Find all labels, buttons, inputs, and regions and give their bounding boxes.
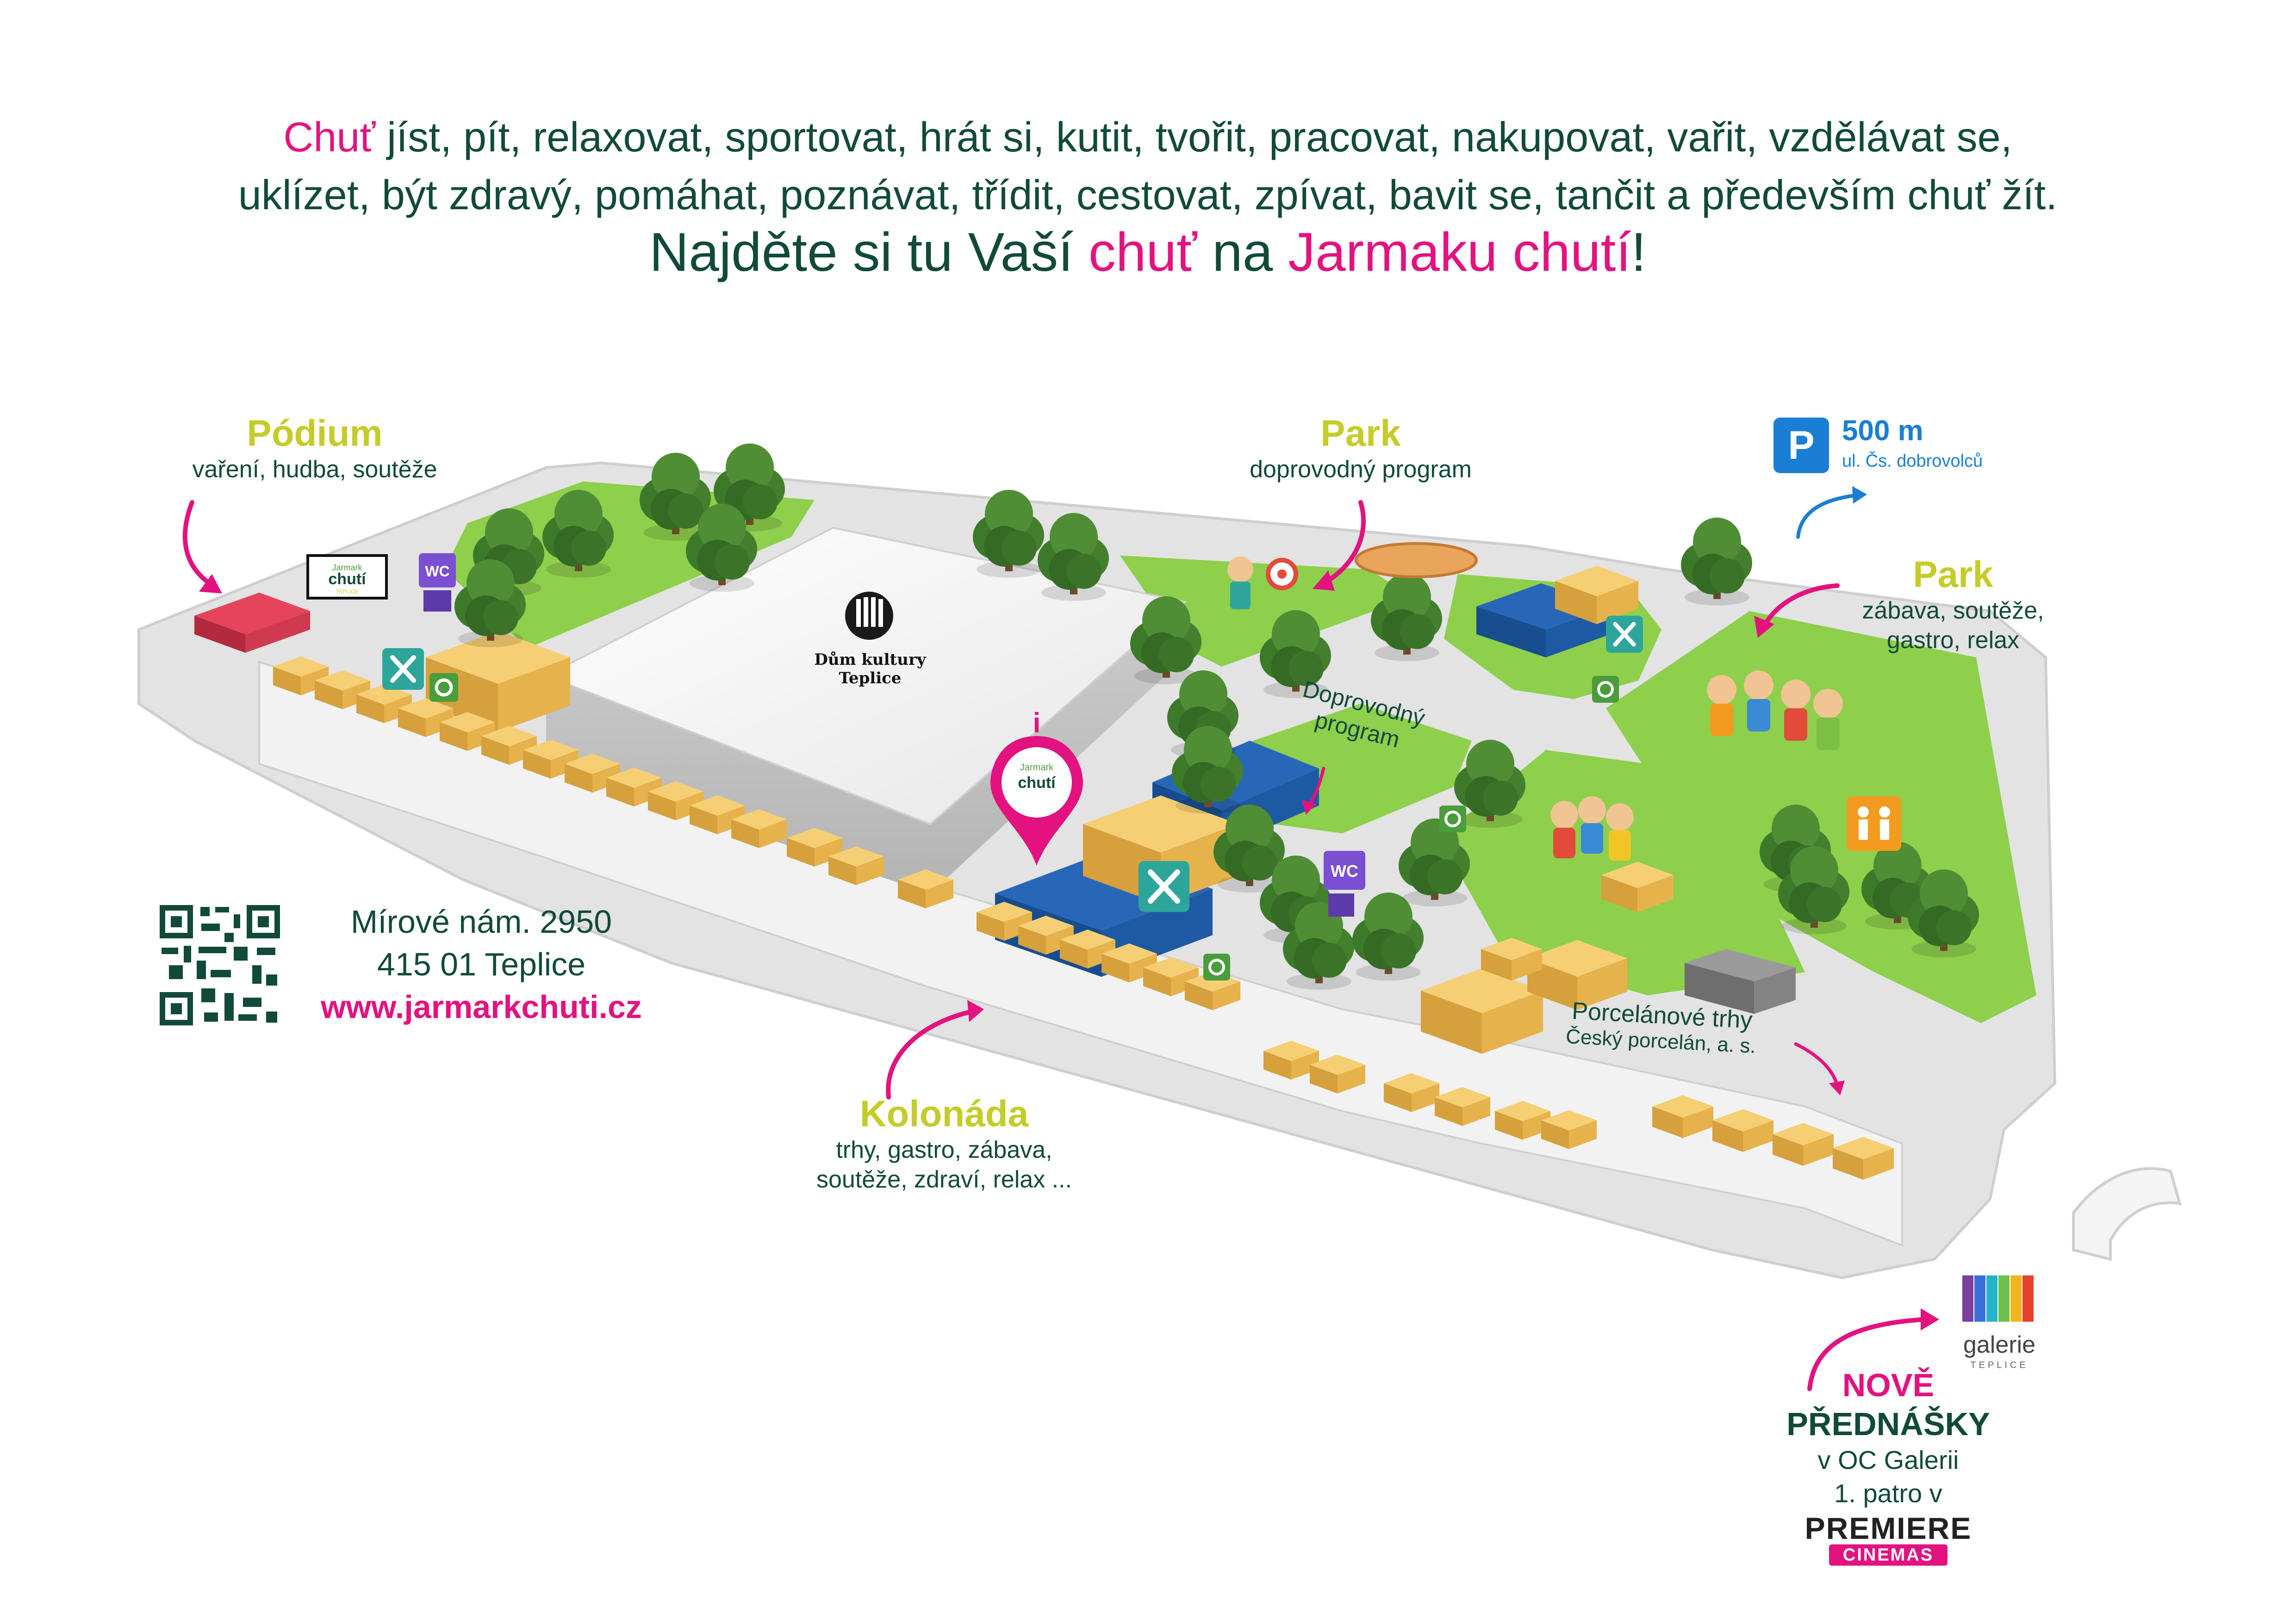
food-icon-3 [1606, 616, 1643, 653]
headline-end: ! [1631, 222, 1647, 283]
food-icon [382, 648, 424, 690]
intro-line-1: Chuť jíst, pít, relaxovat, sportovat, hr… [83, 109, 2212, 167]
arrowhead-kolonada [967, 1000, 984, 1022]
lectures-title: PŘEDNÁŠKY [1786, 1406, 1990, 1442]
arrowhead-park-top [1313, 570, 1335, 591]
parking-distance: 500 m [1842, 415, 1923, 447]
pin-logo-small: Jarmark [1020, 762, 1054, 773]
arrowhead-park-right [1754, 616, 1774, 638]
kolonada-title: Kolonáda [859, 1093, 1029, 1134]
podium-stage [194, 593, 310, 653]
kid-archery [1227, 556, 1298, 609]
arrow-kolonada [886, 1009, 974, 1099]
arrowhead-parking [1852, 486, 1867, 504]
dum-kultury-logo [845, 592, 893, 640]
galerie-city: TEPLICE [1970, 1360, 2028, 1370]
intro-highlight: Chuť [283, 114, 376, 161]
address-line-1: Mírové nám. 2950 [350, 904, 612, 940]
arrowhead-galerie [1921, 1308, 1939, 1330]
arrow-park-top [1321, 500, 1366, 586]
arrowhead-podium [199, 574, 222, 593]
lectures-new: NOVĚ [1842, 1367, 1935, 1403]
kids-park-center [1550, 796, 1634, 861]
arrow-podium [182, 500, 215, 588]
arrowhead-porcelan [1829, 1081, 1845, 1095]
parking-street: ul. Čs. dobrovolců [1842, 451, 1983, 471]
pizza-decoration [1355, 542, 1478, 578]
recycle-icon-4 [1592, 676, 1619, 703]
wc-icon-2: WC [1324, 851, 1365, 890]
qr-code[interactable] [160, 905, 280, 1025]
headline-part-1: Najděte si tu Vaší [649, 222, 1089, 283]
premiere-line-2: CINEMAS [1829, 1544, 1948, 1566]
lectures-line-2: 1. patro v [1834, 1479, 1942, 1508]
wc-icon: WC [419, 553, 456, 587]
intro-line-2: uklízet, být zdravý, pomáhat, poznávat, … [238, 172, 2058, 219]
kolonada-subtitle-1: trhy, gastro, zábava, [836, 1137, 1052, 1163]
logo-main: chutí [328, 570, 367, 588]
label-park-top: Park doprovodný program [1176, 412, 1546, 484]
dum-kultury-name: Dům kultury Teplice [805, 650, 935, 687]
website-link[interactable]: www.jarmarkchuti.cz [321, 989, 642, 1025]
premiere-line-1: PREMIERE [1804, 1511, 1972, 1545]
family-icon [1847, 796, 1901, 851]
jarmark-logo-sign: Jarmark chutí TEPLICE [306, 554, 388, 600]
park-right-subtitle-2: gastro, relax [1886, 627, 2020, 654]
galerie-name: galerie [1963, 1331, 2036, 1358]
arrow-galerie [1807, 1317, 1928, 1391]
label-park-right: Park zábava, soutěže, gastro, relax [1805, 553, 2101, 655]
headline-part-2: na [1197, 222, 1288, 283]
lectures-block: NOVĚ PŘEDNÁŠKY v OC Galerii 1. patro v [1759, 1366, 2018, 1510]
kolonada-subtitle-2: soutěže, zdraví, relax ... [816, 1166, 1072, 1193]
arrow-park-right [1761, 583, 1840, 630]
info-pin-icon[interactable]: Jarmark chutí i [990, 707, 1083, 866]
headline-jarmak: Jarmaku chutí [1288, 222, 1631, 283]
wc-label-2: WC [1331, 862, 1358, 881]
wc-label: WC [425, 563, 449, 580]
pin-logo-main: chutí [1018, 774, 1056, 792]
label-podium: Pódium vaření, hudba, soutěže [106, 412, 523, 484]
recycle-icon [429, 673, 458, 702]
kids-park-right [1707, 670, 1843, 750]
parking-icon: P [1773, 418, 1829, 473]
podium-title: Pódium [247, 412, 383, 454]
wc-cabin-2 [1328, 893, 1354, 917]
svg-text:i: i [1033, 707, 1041, 738]
arch-structure [2072, 1167, 2182, 1261]
premiere-cinemas-logo: PREMIERE CINEMAS [1796, 1511, 1981, 1566]
container [1685, 949, 1796, 1014]
intro-line-1-rest: jíst, pít, relaxovat, sportovat, hrát si… [375, 114, 2012, 161]
food-icon-2 [1139, 861, 1189, 912]
headline-chut: chuť [1088, 222, 1197, 283]
dum-kultury-line-2: Teplice [839, 669, 902, 687]
arrows [182, 486, 1939, 1391]
lectures-line-1: v OC Galerii [1817, 1445, 1959, 1474]
galerie-logo [1962, 1275, 2034, 1322]
recycle-icon-3 [1439, 806, 1466, 832]
dum-kultury-line-1: Dům kultury [814, 650, 926, 669]
logo-sub: TEPLICE [336, 588, 359, 595]
podium-subtitle: vaření, hudba, soutěže [192, 456, 437, 483]
arrow-porcelan [1794, 1042, 1839, 1087]
address-line-2: 415 01 Teplice [377, 946, 586, 982]
intro-text: Chuť jíst, pít, relaxovat, sportovat, hr… [83, 109, 2212, 225]
park-right-title: Park [1913, 554, 1993, 595]
wc-cabin [423, 590, 451, 612]
recycle-icon-2 [1203, 954, 1230, 981]
arrow-parking [1796, 493, 1858, 539]
park-right-subtitle-1: zábava, soutěže, [1862, 597, 2044, 624]
headline: Najděte si tu Vaší chuť na Jarmaku chutí… [83, 218, 2212, 287]
address-block: Mírové nám. 2950 415 01 Teplice www.jarm… [296, 900, 666, 1028]
label-kolonada: Kolonáda trhy, gastro, zábava, soutěže, … [773, 1093, 1115, 1194]
arrowhead-doprovodny [1301, 800, 1316, 815]
logo-small: Jarmark [332, 563, 362, 572]
park-top-title: Park [1320, 412, 1401, 454]
park-top-subtitle: doprovodný program [1250, 456, 1472, 483]
